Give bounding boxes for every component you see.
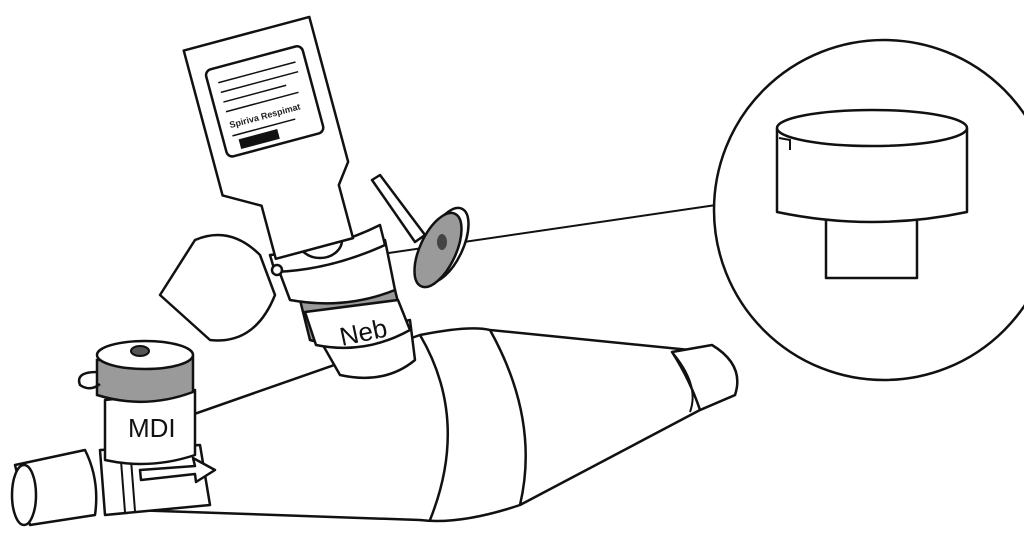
magnified-cap-detail: [374, 38, 1024, 382]
spacer-chamber: [118, 327, 739, 523]
side-port-cap: [370, 173, 470, 289]
cap-stem: [824, 213, 919, 280]
cap-body: [775, 128, 969, 224]
barcode-icon: [238, 129, 280, 150]
flow-arrow-icon: [138, 456, 217, 484]
mdi-label: MDI: [128, 413, 176, 443]
medication-vial: Spiriva Respimat: [182, 15, 355, 261]
hinged-flap: [158, 233, 277, 342]
nebulizer: Neb: [268, 220, 417, 380]
outlet-port: [670, 343, 739, 412]
mdi-port: MDI: [77, 339, 197, 466]
cap-top: [775, 108, 969, 148]
